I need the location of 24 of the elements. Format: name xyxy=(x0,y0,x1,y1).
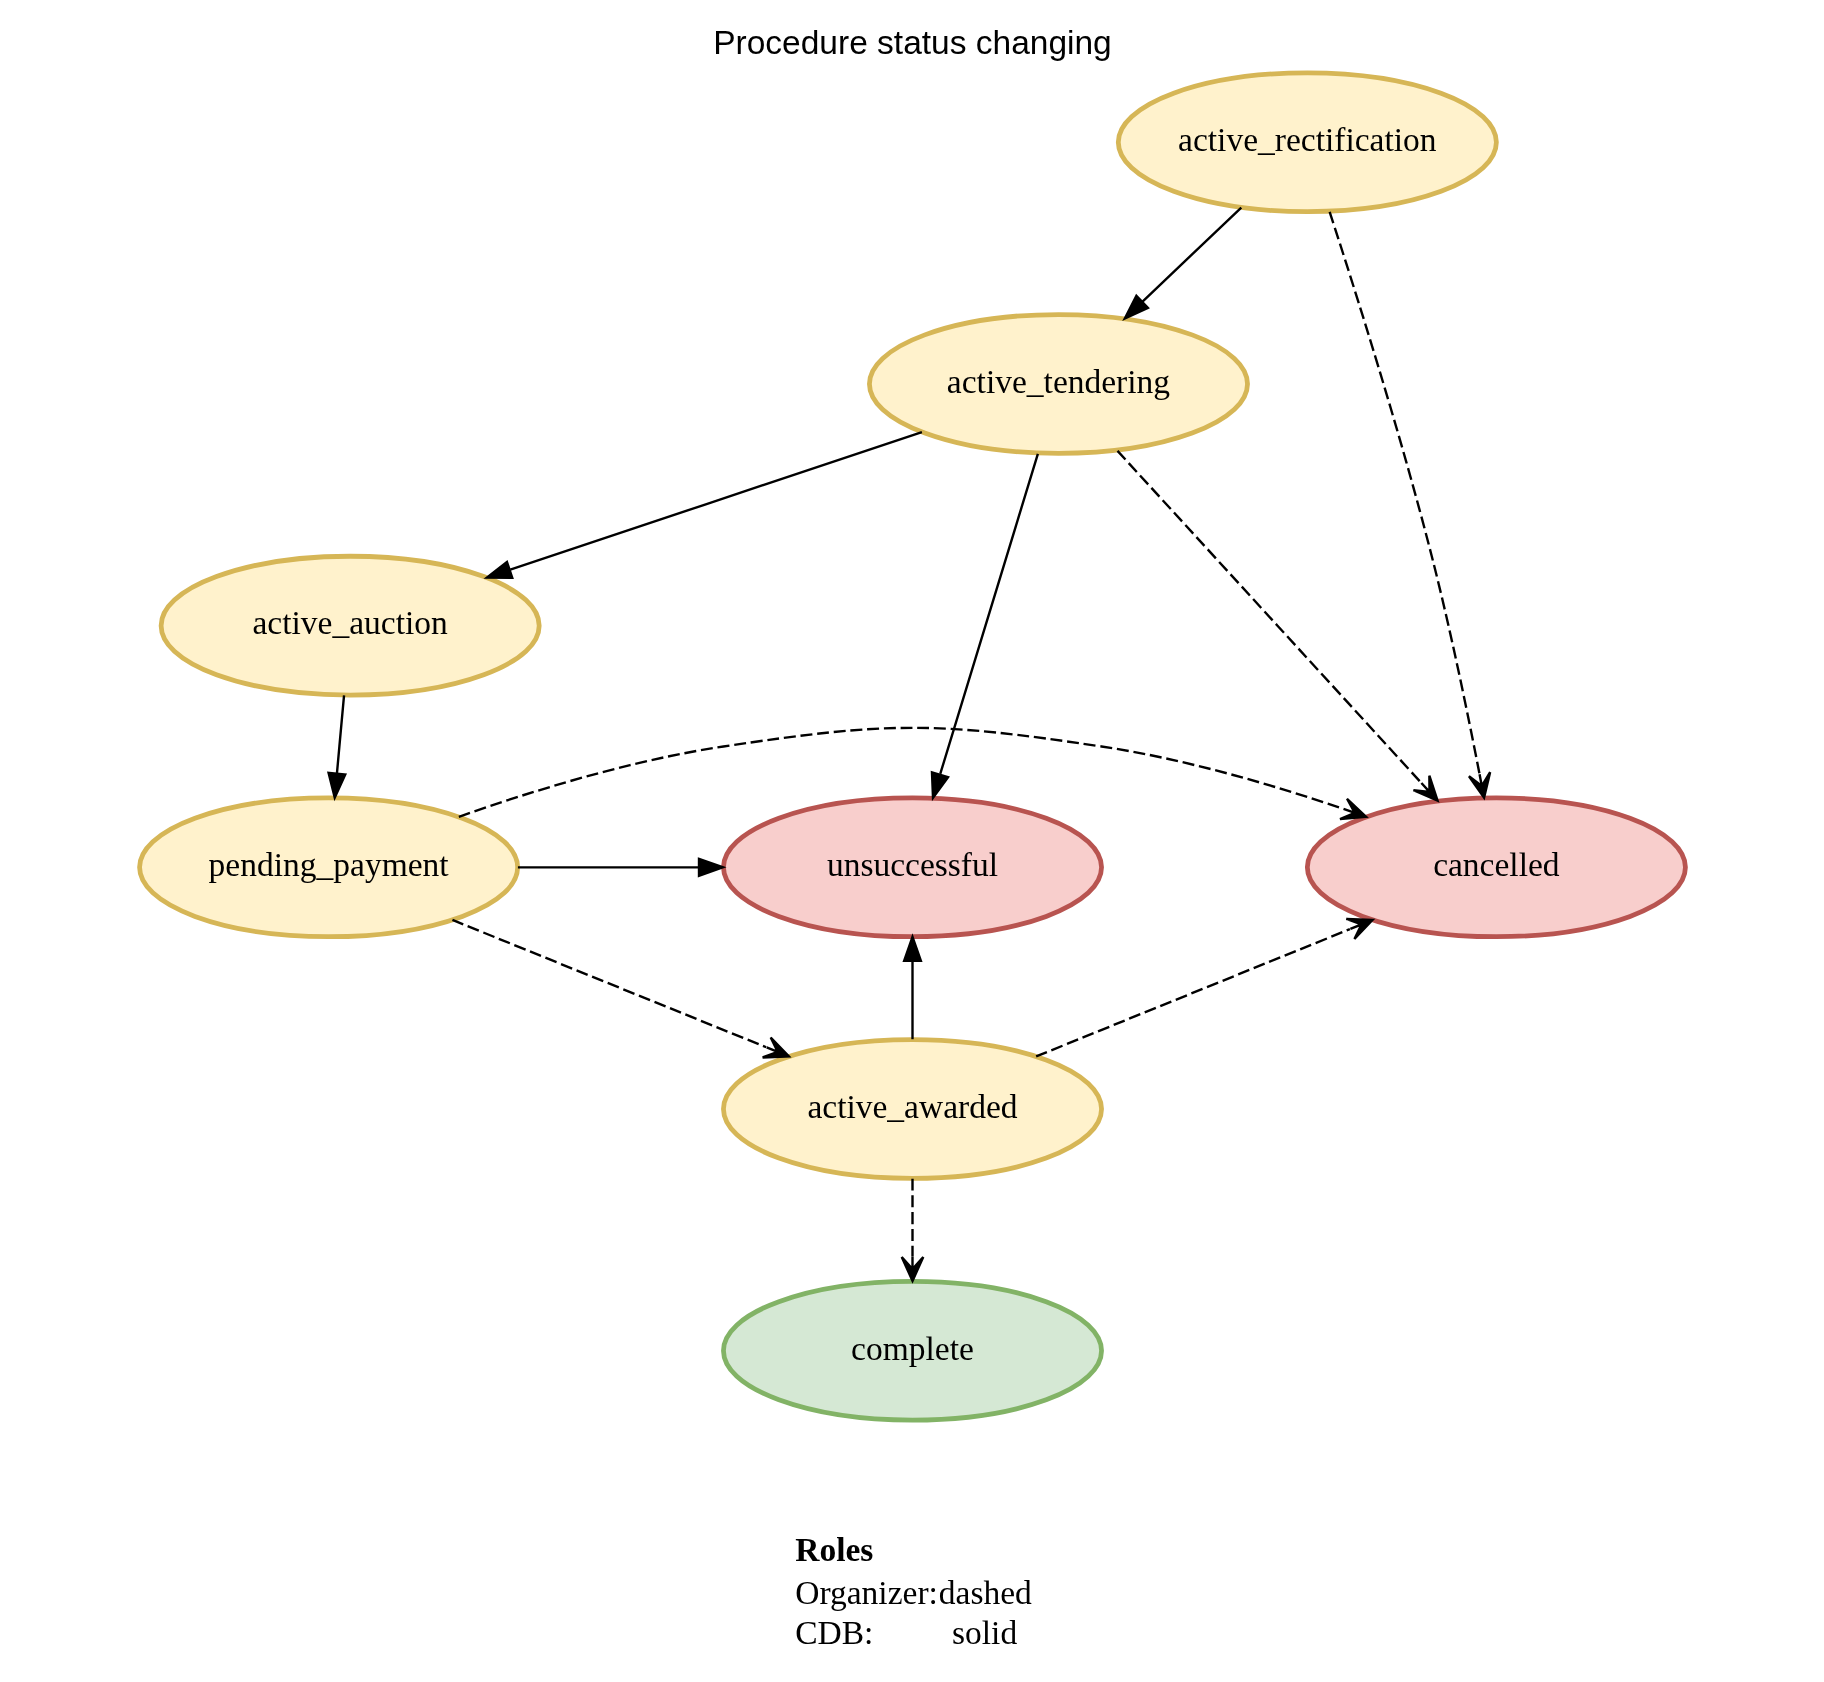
arrow xyxy=(1121,206,1242,321)
arrow xyxy=(930,453,1039,802)
arrow xyxy=(901,933,923,1040)
arrow xyxy=(457,726,1367,821)
node-ellipse: active_auction xyxy=(158,553,542,698)
arrow xyxy=(451,918,790,1059)
arrow xyxy=(900,1178,924,1283)
arrow xyxy=(1116,450,1439,802)
node-ellipse: active_rectification xyxy=(1115,70,1499,215)
label: solid xyxy=(951,1614,1017,1652)
node-ellipse: unsuccessful xyxy=(720,795,1104,940)
diagram-title: Procedure status changing xyxy=(712,24,1112,62)
node-ellipse: pending_payment xyxy=(136,795,520,940)
arrow xyxy=(517,857,727,878)
node-ellipse: active_tendering xyxy=(866,312,1250,456)
arrow xyxy=(1035,917,1374,1058)
label: Organizer: xyxy=(794,1573,938,1611)
label: CDB: xyxy=(794,1614,873,1652)
node-ellipse: complete xyxy=(720,1278,1104,1423)
label: Roles xyxy=(794,1530,873,1568)
label: dashed xyxy=(938,1573,1032,1611)
arrow xyxy=(1328,211,1491,799)
arrow xyxy=(483,430,922,580)
arrow xyxy=(326,695,347,802)
